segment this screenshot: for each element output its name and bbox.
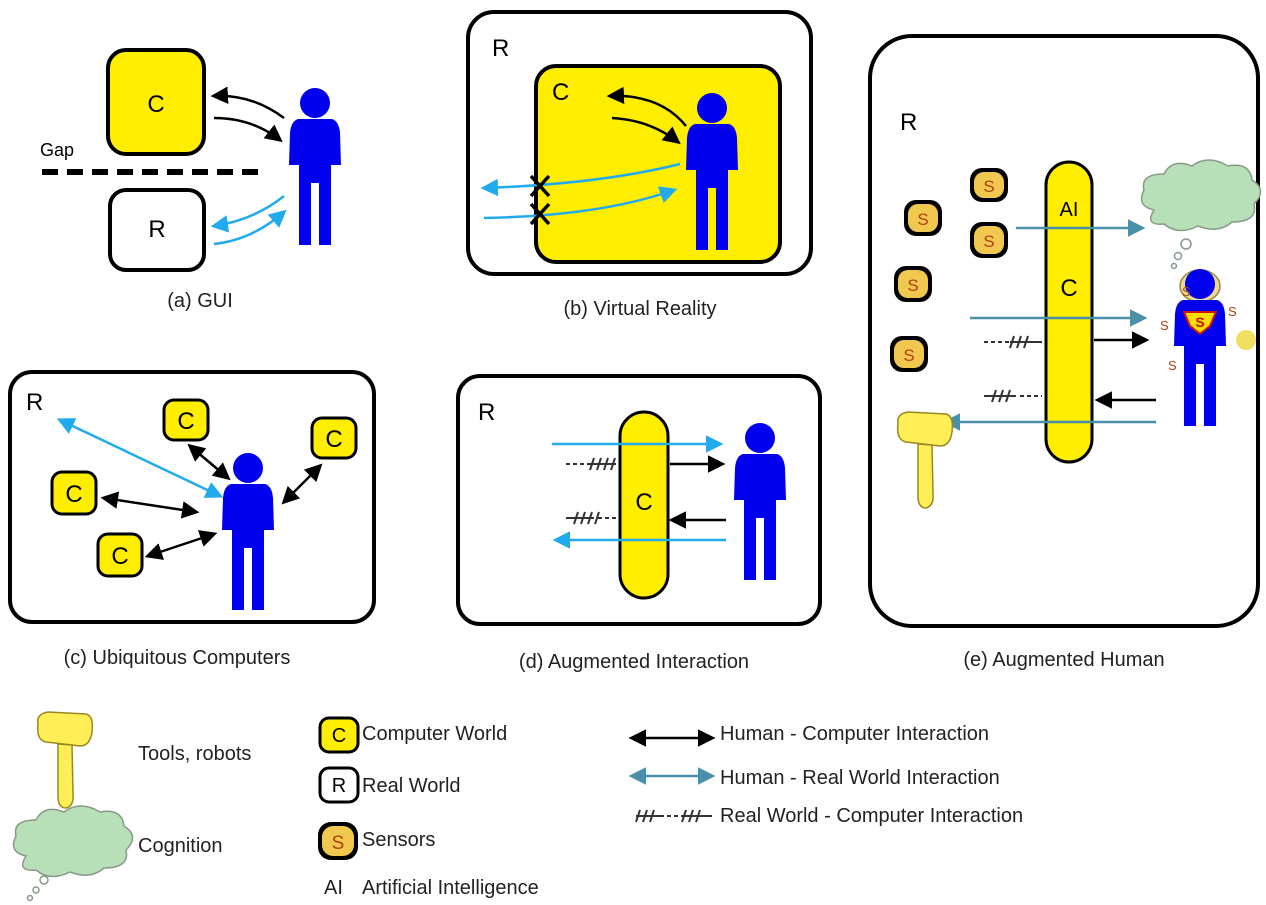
computer-box-label: C (147, 91, 164, 118)
actuation-arrow (566, 511, 618, 525)
real-arrow-in (213, 209, 287, 246)
computer-icon: C (96, 532, 144, 578)
sensor-icon: S (970, 222, 1008, 258)
legend-real-world-label: Real World (362, 775, 461, 797)
legend-ai-label: Artificial Intelligence (362, 877, 539, 899)
ai-label: AI (1060, 199, 1079, 221)
computer-world-label: C (552, 79, 569, 106)
thought-bubbles-icon (1170, 238, 1192, 270)
computer-world-icon: C (318, 716, 360, 754)
panel-virtual-reality: R C (b) Virtual Reality (466, 10, 813, 320)
panel-ubiquitous-computers: R C C C C (c) Ubiquitous Computers (8, 370, 376, 669)
hci-arrow (281, 463, 323, 505)
svg-text:S: S (983, 232, 994, 251)
real-box (108, 188, 206, 272)
computer-label: C (1060, 275, 1077, 302)
svg-text:S: S (917, 210, 928, 229)
augmented-human-icon: S S S S S (1160, 269, 1256, 426)
sensor-icon: S (894, 266, 932, 302)
real-world-label: R (26, 389, 43, 416)
svg-text:C: C (111, 543, 128, 570)
caption-virtual-reality: (b) Virtual Reality (563, 298, 716, 320)
panel-gui: C Gap R (a) GUI (40, 48, 341, 312)
svg-text:S: S (907, 276, 918, 295)
computer-icon: C (310, 416, 358, 460)
legend-sensors-label: Sensors (362, 829, 435, 851)
real-world-icon: R (318, 766, 360, 804)
svg-text:S: S (1195, 314, 1204, 330)
caption-augmented-human: (e) Augmented Human (963, 649, 1164, 671)
legend-real-label: Human - Real World Interaction (720, 767, 1000, 789)
hci-arrow-out (210, 86, 285, 120)
computer-bar-label: C (635, 489, 652, 516)
hci-arrow (187, 443, 231, 481)
hci-arrow (100, 491, 200, 519)
svg-text:C: C (332, 725, 346, 747)
human-icon (289, 88, 341, 245)
hci-arrow (144, 530, 218, 560)
svg-text:S: S (1228, 304, 1237, 319)
hammer-icon (36, 711, 94, 809)
svg-text:R: R (332, 775, 346, 797)
ai-computer-bar (1044, 160, 1094, 464)
svg-text:S: S (983, 177, 994, 196)
svg-text:S: S (1160, 318, 1169, 333)
real-box-label: R (148, 216, 165, 243)
sensor-icon: S (890, 336, 928, 372)
legend: Tools, robots Cognition C Computer World… (12, 711, 1023, 902)
caption-gui: (a) GUI (167, 290, 233, 312)
computer-bar (618, 410, 670, 600)
panel-augmented-interaction: R C (d) Augmented Interaction (456, 374, 822, 673)
svg-text:C: C (177, 408, 194, 435)
computer-icon: C (162, 398, 210, 442)
hci-arrow-out (606, 86, 687, 127)
sensing-arrow (566, 457, 616, 471)
legend-rci-arrow (635, 809, 712, 823)
real-arrow-out (210, 195, 285, 233)
sensing-arrow (984, 335, 1042, 349)
real-arrow-out (480, 162, 681, 197)
legend-computer-world-label: Computer World (362, 723, 507, 745)
computer-world-box (534, 64, 782, 264)
svg-text:C: C (65, 481, 82, 508)
thought-bubbles-icon (26, 875, 49, 902)
hci-arrow-in (611, 116, 681, 145)
svg-text:S: S (332, 833, 345, 854)
computer-box (106, 48, 206, 156)
real-world-label: R (492, 35, 509, 62)
real-arrow (56, 418, 224, 498)
caption-augmented-interaction: (d) Augmented Interaction (519, 651, 749, 673)
legend-tools-label: Tools, robots (138, 743, 251, 765)
svg-text:S: S (1182, 284, 1191, 299)
sensor-icon: S (318, 822, 358, 860)
real-arrow-in (483, 186, 678, 220)
legend-ai-abbr: AI (324, 877, 343, 899)
hci-arrow-in (213, 116, 283, 143)
legend-cognition-label: Cognition (138, 835, 223, 857)
computer-icon: C (50, 470, 98, 516)
svg-text:S: S (903, 346, 914, 365)
blocked-cross-icon (529, 174, 551, 226)
real-world-label: R (478, 399, 495, 426)
panel-augmented-human: R AI C S S S S S S (868, 34, 1262, 671)
real-world-label: R (900, 109, 917, 136)
sensor-icon: S (904, 200, 942, 236)
svg-text:C: C (325, 426, 342, 453)
sensor-icon: S (970, 168, 1008, 202)
cloud-icon (12, 805, 134, 878)
legend-rci-label: Real World - Computer Interaction (720, 805, 1023, 827)
caption-ubiquitous-computers: (c) Ubiquitous Computers (64, 647, 291, 669)
svg-text:S: S (1168, 358, 1177, 373)
actuation-arrow (984, 389, 1042, 403)
legend-hci-label: Human - Computer Interaction (720, 723, 989, 745)
gap-label: Gap (40, 140, 74, 160)
